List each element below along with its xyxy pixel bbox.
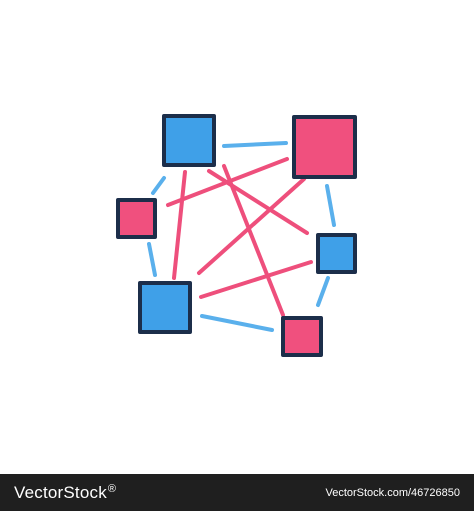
brand-name: VectorStock <box>14 482 107 502</box>
pink-square-top-right <box>292 115 357 179</box>
connector-line <box>147 242 157 277</box>
connector-line <box>222 141 288 148</box>
image-url: VectorStock.com/46726850 <box>325 486 460 499</box>
cross-link-line <box>199 260 313 299</box>
blue-square-right <box>316 233 357 274</box>
blue-square-top-left <box>162 114 216 167</box>
cross-link-line <box>222 164 285 317</box>
connector-line <box>316 276 330 307</box>
blue-square-bottom-left <box>138 281 192 334</box>
connector-line <box>200 314 274 332</box>
cross-link-line <box>197 177 306 275</box>
connector-line <box>151 176 166 195</box>
pink-square-bottom-right <box>281 316 323 357</box>
cross-link-line <box>207 169 309 235</box>
cross-link-line <box>172 170 187 280</box>
vectorstock-logo: VectorStock ® <box>14 483 116 503</box>
pink-square-left <box>116 198 157 239</box>
watermark-footer: VectorStock ® VectorStock.com/46726850 <box>0 474 474 511</box>
connector-line <box>325 184 336 227</box>
registered-mark: ® <box>107 483 117 495</box>
network-icon-illustration <box>116 114 357 357</box>
